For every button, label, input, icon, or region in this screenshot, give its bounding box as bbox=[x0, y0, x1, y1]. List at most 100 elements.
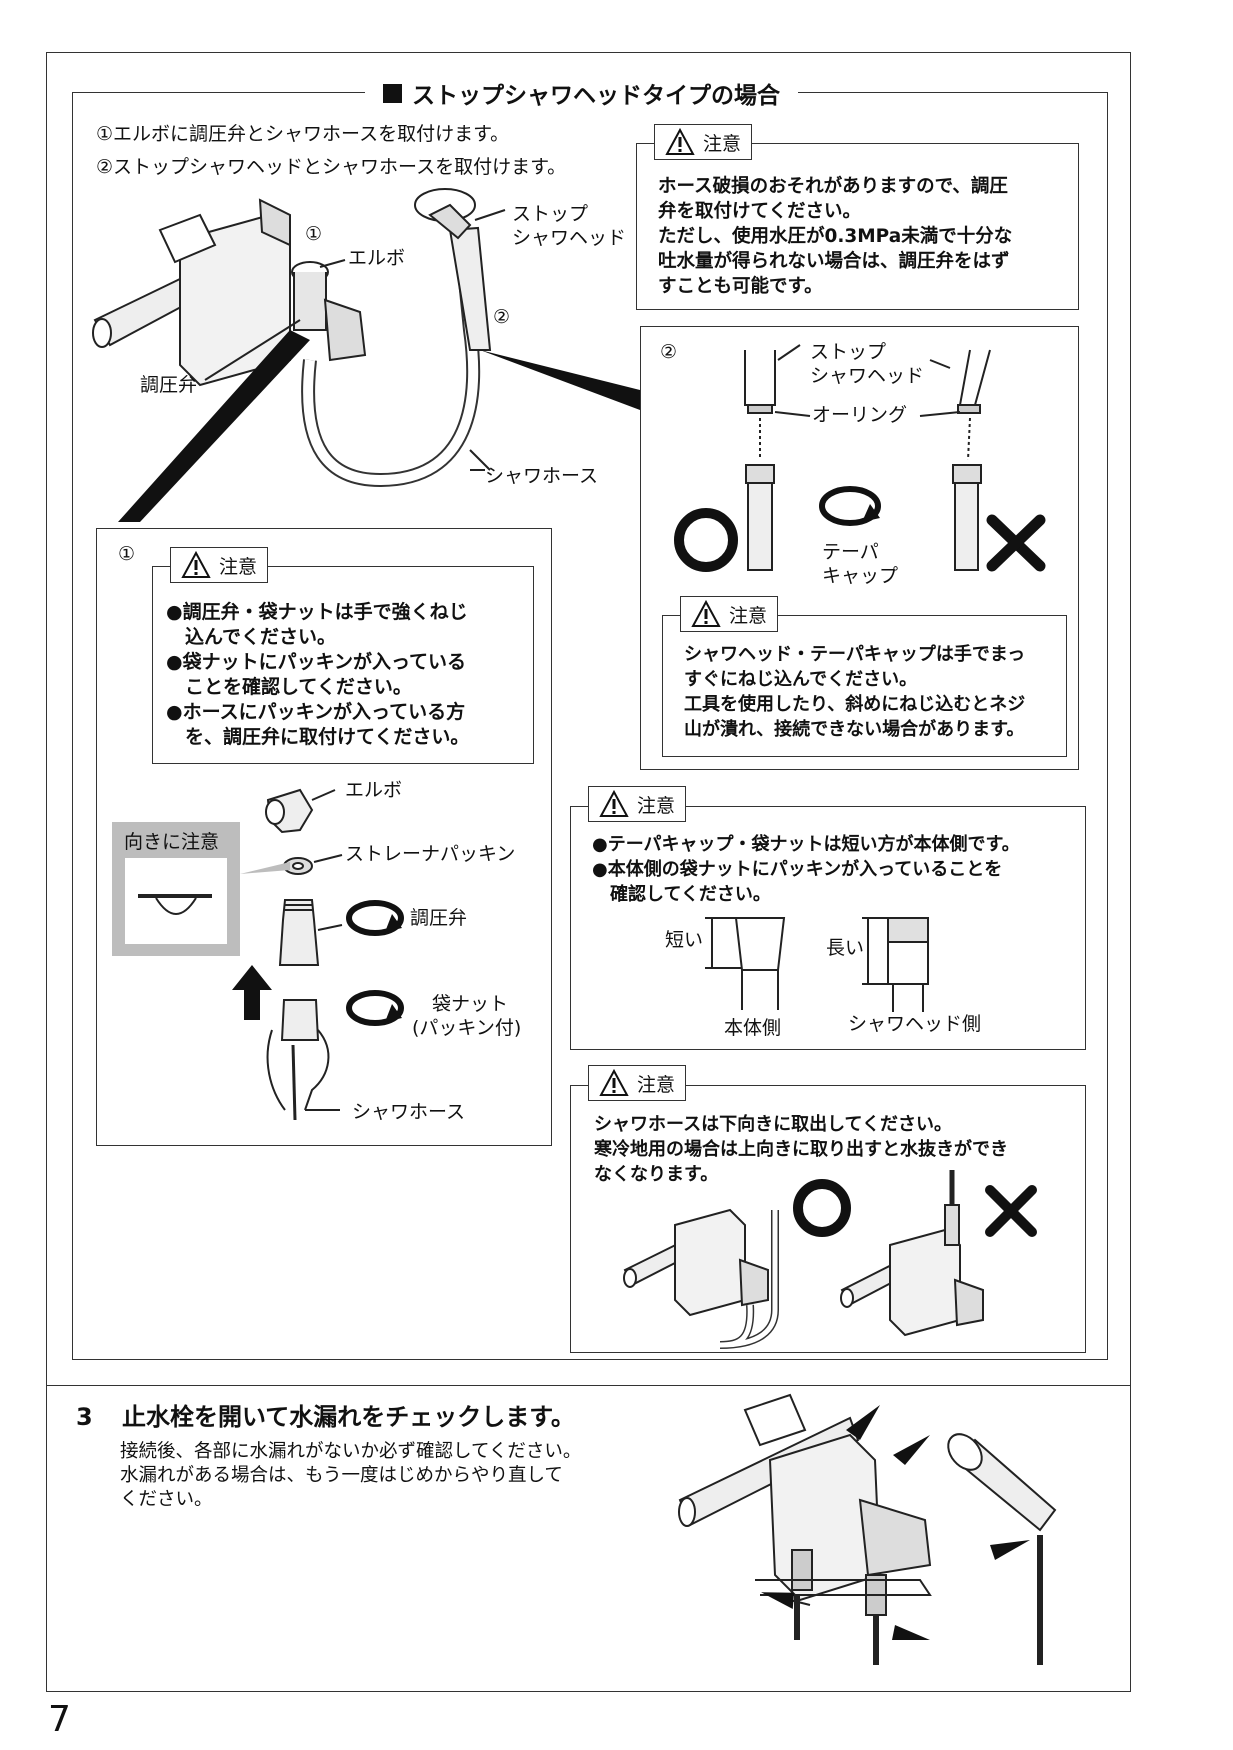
panel-2-label-taper-1: テーパ bbox=[822, 541, 879, 563]
panel-1-box bbox=[96, 528, 552, 1146]
step3-number: 3 bbox=[76, 1403, 93, 1431]
caution-top-line: ホース破損のおそれがありますので、調圧 bbox=[658, 176, 1008, 197]
panel-2-num: ② bbox=[660, 341, 678, 363]
panel-1-num: ① bbox=[118, 543, 136, 565]
step3-title: 止水栓を開いて水漏れをチェックします。 bbox=[122, 1403, 575, 1431]
panel-2-caution-tab: 注意 bbox=[680, 596, 779, 632]
step3-divider bbox=[46, 1385, 1131, 1386]
caution-bottom-line: なくなります。 bbox=[594, 1164, 719, 1185]
correct-mark-icon bbox=[793, 1179, 851, 1237]
incorrect-mark-icon bbox=[985, 1185, 1037, 1237]
caution-bottom-line: 寒冷地用の場合は上向きに取り出すと水抜きができ bbox=[594, 1139, 1008, 1160]
step3-text: 接続後、各部に水漏れがないか必ず確認してください。 水漏れがある場合は、もう一度… bbox=[120, 1440, 581, 1512]
step-1-text: ①エルボに調圧弁とシャワホースを取付けます。 bbox=[96, 123, 510, 145]
caution-mid-text: ●テーパキャップ・袋ナットは短い方が本体側です。 ●本体側の袋ナットにパッキンが… bbox=[592, 832, 1020, 907]
step-2-text: ②ストップシャワヘッドとシャワホースを取付けます。 bbox=[96, 156, 567, 178]
panel-1-caution-line: ●ホースにパッキンが入っている方 bbox=[166, 701, 466, 723]
panel-1-caution-label: 注意 bbox=[219, 555, 258, 578]
label-stop-head-1: ストップ bbox=[512, 203, 589, 225]
caution-mid-tab: 注意 bbox=[588, 786, 687, 822]
panel-2-caution-line: 山が潰れ、接続できない場合があります。 bbox=[684, 719, 1025, 740]
step3-line: 接続後、各部に水漏れがないか必ず確認してください。 bbox=[120, 1441, 582, 1462]
section-header: ストップシャワヘッドタイプの場合 bbox=[365, 76, 798, 110]
label-num-2: ② bbox=[493, 306, 511, 328]
label-long: 長い bbox=[826, 937, 865, 959]
panel-2-box bbox=[640, 326, 1079, 770]
label-num-1: ① bbox=[305, 223, 323, 245]
panel-1-caution-tab: 注意 bbox=[170, 547, 269, 583]
panel-1-label-nut-2: (パッキン付) bbox=[412, 1017, 522, 1039]
panel-2-label-taper-2: キャップ bbox=[822, 565, 899, 587]
orientation-label: 向きに注意 bbox=[124, 831, 220, 853]
caution-top-line: すことも可能です。 bbox=[658, 276, 823, 297]
leak-point-arrow-icon bbox=[761, 1405, 1030, 1640]
label-hose: シャワホース bbox=[485, 465, 599, 487]
panel-1-label-elbow: エルボ bbox=[345, 779, 403, 801]
panel-2-caution-text: シャワヘッド・テーパキャップは手でまっ すぐにねじ込んでください。 工具を使用し… bbox=[684, 642, 1025, 742]
panel-1-caution-line: ●袋ナットにパッキンが入っている bbox=[166, 651, 467, 673]
caution-bottom-line: シャワホースは下向きに取出してください。 bbox=[594, 1114, 953, 1135]
square-bullet-icon bbox=[383, 83, 402, 103]
page-number: 7 bbox=[48, 1699, 71, 1740]
panel-1-caution-line: ことを確認してください。 bbox=[166, 676, 412, 698]
label-body-side: 本体側 bbox=[724, 1017, 782, 1039]
section-title: ストップシャワヘッドタイプの場合 bbox=[412, 83, 780, 109]
caution-mid-line: 確認してください。 bbox=[592, 884, 771, 905]
caution-top-box bbox=[636, 143, 1079, 310]
warning-icon bbox=[599, 1068, 629, 1096]
panel-2-label-head-1: ストップ bbox=[810, 341, 887, 363]
label-head-side: シャワヘッド側 bbox=[848, 1013, 982, 1035]
panel-1-caution-text: ●調圧弁・袋ナットは手で強くねじ 込んでください。 ●袋ナットにパッキンが入って… bbox=[166, 600, 469, 750]
panel-1-caution-line: を、調圧弁に取付けてください。 bbox=[166, 726, 470, 748]
panel-2-caution-line: シャワヘッド・テーパキャップは手でまっ bbox=[684, 644, 1026, 665]
panel-2-caution-label: 注意 bbox=[729, 604, 768, 627]
caution-mid-line: ●本体側の袋ナットにパッキンが入っていることを bbox=[592, 859, 1003, 880]
panel-1-caution-box bbox=[152, 566, 534, 764]
caution-top-text: ホース破損のおそれがありますので、調圧 弁を取付けてください。 ただし、使用水圧… bbox=[658, 174, 1012, 299]
caution-bottom-box bbox=[570, 1085, 1086, 1353]
caution-top-line: 吐水量が得られない場合は、調圧弁をはず bbox=[658, 251, 1010, 272]
rotate-arrow-icon bbox=[819, 486, 881, 526]
panel-1-caution-line: ●調圧弁・袋ナットは手で強くねじ bbox=[166, 601, 468, 623]
panel-2-label-head-2: シャワヘッド bbox=[810, 365, 925, 387]
caution-mid-label: 注意 bbox=[637, 794, 676, 817]
panel-2-label-oring: オーリング bbox=[812, 404, 908, 426]
correct-mark-icon bbox=[674, 508, 738, 572]
panel-2-caution-box bbox=[662, 615, 1067, 757]
panel-2-caution-line: 工具を使用したり、斜めにねじ込むとネジ bbox=[684, 694, 1026, 715]
label-elbow: エルボ bbox=[348, 247, 406, 269]
caution-mid-box bbox=[570, 806, 1086, 1050]
step3-line: ください。 bbox=[120, 1489, 213, 1510]
panel-1-label-nut-1: 袋ナット bbox=[432, 993, 509, 1015]
caution-top-line: 弁を取付けてください。 bbox=[658, 201, 861, 222]
label-stop-head-2: シャワヘッド bbox=[512, 227, 627, 249]
caution-bottom-text: シャワホースは下向きに取出してください。 寒冷地用の場合は上向きに取り出すと水抜… bbox=[594, 1112, 1008, 1187]
rotate-arrow-icon bbox=[346, 900, 404, 1026]
warning-icon bbox=[665, 127, 695, 155]
caution-top-tab: 注意 bbox=[654, 124, 753, 160]
warning-icon bbox=[181, 550, 211, 578]
panel-1-label-strainer: ストレーナパッキン bbox=[345, 843, 516, 865]
caution-mid-line: ●テーパキャップ・袋ナットは短い方が本体側です。 bbox=[592, 834, 1020, 855]
step3-line: 水漏れがある場合は、もう一度はじめからやり直して bbox=[120, 1465, 563, 1486]
caution-top-label: 注意 bbox=[703, 132, 742, 155]
panel-2-caution-line: すぐにねじ込んでください。 bbox=[684, 669, 918, 690]
label-short: 短い bbox=[665, 929, 704, 951]
caution-bottom-tab: 注意 bbox=[588, 1065, 687, 1101]
up-arrow-icon bbox=[232, 965, 272, 1020]
label-regulator: 調圧弁 bbox=[140, 374, 198, 396]
panel-1-caution-line: 込んでください。 bbox=[166, 626, 337, 648]
warning-icon bbox=[691, 599, 721, 627]
caution-top-line: ただし、使用水圧が0.3MPa未満で十分な bbox=[658, 226, 1013, 247]
caution-bottom-label: 注意 bbox=[637, 1073, 676, 1096]
panel-1-label-regulator: 調圧弁 bbox=[410, 907, 468, 929]
panel-1-label-hose: シャワホース bbox=[352, 1101, 466, 1123]
incorrect-mark-icon bbox=[986, 514, 1046, 572]
warning-icon bbox=[599, 789, 629, 817]
